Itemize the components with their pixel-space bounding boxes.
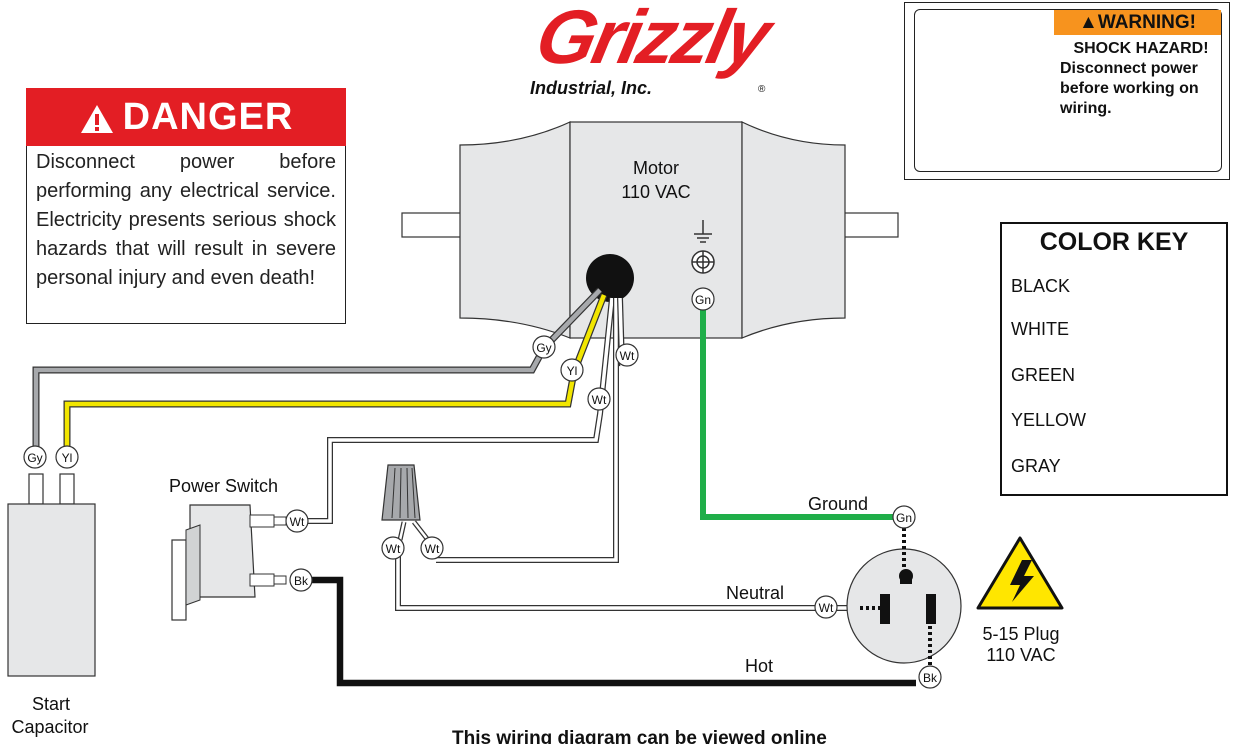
footer-note: This wiring diagram can be viewed online: [452, 728, 827, 744]
danger-text: Disconnect power before performing any e…: [36, 151, 336, 289]
brand-mark: ®: [758, 84, 766, 95]
ground-symbol-icon: [691, 220, 715, 274]
start-capacitor: [7, 473, 96, 677]
svg-text:Gn: Gn: [896, 511, 912, 525]
motor-name: Motor: [632, 158, 679, 178]
hot-label: Hot: [745, 656, 774, 676]
warning-line-2: Disconnect power: [1060, 60, 1198, 77]
svg-text:Gy: Gy: [27, 451, 42, 465]
capacitor-label-1: Start: [31, 694, 70, 714]
key-label-green: GREEN: [1011, 365, 1076, 385]
plug-5-15: [846, 528, 962, 670]
ground-label: Ground: [808, 494, 869, 514]
capacitor-label-2: Capacitor: [11, 717, 89, 737]
color-key-title: COLOR KEY: [1039, 228, 1189, 256]
svg-text:Wt: Wt: [592, 393, 607, 407]
danger-heading-text: DANGER: [122, 96, 294, 138]
motor-body: [459, 121, 846, 339]
tag-wt-plug: Wt: [814, 595, 838, 619]
svg-text:Wt: Wt: [290, 515, 305, 529]
tag-wt-nut-1: Wt: [381, 536, 405, 560]
warning-heading: ▲WARNING!: [1054, 10, 1221, 35]
tag-wt-motor-2: Wt: [587, 387, 611, 411]
danger-triangle-icon: [80, 104, 113, 133]
tag-gn-plug: Gn: [892, 505, 916, 529]
svg-text:Yl: Yl: [567, 364, 578, 378]
electric-hazard-icon: [976, 536, 1064, 610]
tag-wt-nut-2: Wt: [420, 536, 444, 560]
svg-text:Gn: Gn: [695, 293, 711, 307]
key-label-black: BLACK: [1011, 276, 1071, 296]
key-label-gray: GRAY: [1011, 456, 1061, 476]
svg-text:Wt: Wt: [425, 542, 440, 556]
motor-shaft-left: [401, 212, 465, 238]
warning-line-3: before working on: [1060, 80, 1199, 97]
svg-text:Bk: Bk: [923, 671, 938, 685]
svg-text:Bk: Bk: [294, 574, 309, 588]
warning-label-inner: [914, 9, 1222, 172]
wire-black: [312, 576, 916, 687]
tag-gn-motor: Gn: [691, 287, 715, 311]
tag-bk-plug: Bk: [918, 665, 942, 689]
tag-yl-motor: Yl: [560, 358, 584, 382]
tag-yl-capacitor: Yl: [55, 445, 79, 469]
power-switch-label: Power Switch: [169, 476, 279, 496]
warning-triangle-icon: ▲: [1079, 12, 1098, 33]
svg-text:Wt: Wt: [819, 601, 834, 615]
danger-heading: DANGER: [26, 88, 346, 146]
tag-wt-motor-1: Wt: [615, 343, 639, 367]
wire-tags: Gy Yl Wt Wt Gn Gy Yl Wt Bk Wt Wt Gn Wt B…: [23, 287, 942, 689]
svg-text:Gy: Gy: [536, 341, 551, 355]
wire-green: [700, 310, 893, 520]
svg-text:Yl: Yl: [62, 451, 73, 465]
brand-subtitle: Industrial, Inc.: [530, 78, 653, 98]
plug-label-1: 5-15 Plug: [982, 624, 1060, 644]
warning-text: SHOCK HAZARD! Disconnect power before wo…: [1060, 39, 1222, 119]
motor-voltage: 110 VAC: [621, 182, 691, 202]
warning-line-1: SHOCK HAZARD!: [1073, 40, 1209, 57]
tag-wt-switch: Wt: [285, 509, 309, 533]
neutral-label: Neutral: [726, 583, 785, 603]
motor-shaft-right: [839, 212, 899, 238]
warning-line-4: wiring.: [1060, 100, 1112, 117]
svg-text:Wt: Wt: [386, 542, 401, 556]
power-switch: [171, 504, 287, 621]
svg-text:Wt: Wt: [620, 349, 635, 363]
key-label-yellow: YELLOW: [1011, 410, 1087, 430]
wires-white: [300, 297, 860, 611]
plug-label-2: 110 VAC: [986, 645, 1056, 665]
warning-heading-text: WARNING!: [1097, 12, 1196, 33]
tag-bk-switch: Bk: [289, 568, 313, 592]
wire-nut-icon: [381, 464, 421, 521]
brand-name: Grizzly: [528, 0, 776, 80]
tag-gy-motor: Gy: [532, 335, 556, 359]
color-key: [1000, 222, 1228, 496]
key-label-white: WHITE: [1011, 319, 1069, 339]
tag-gy-capacitor: Gy: [23, 445, 47, 469]
